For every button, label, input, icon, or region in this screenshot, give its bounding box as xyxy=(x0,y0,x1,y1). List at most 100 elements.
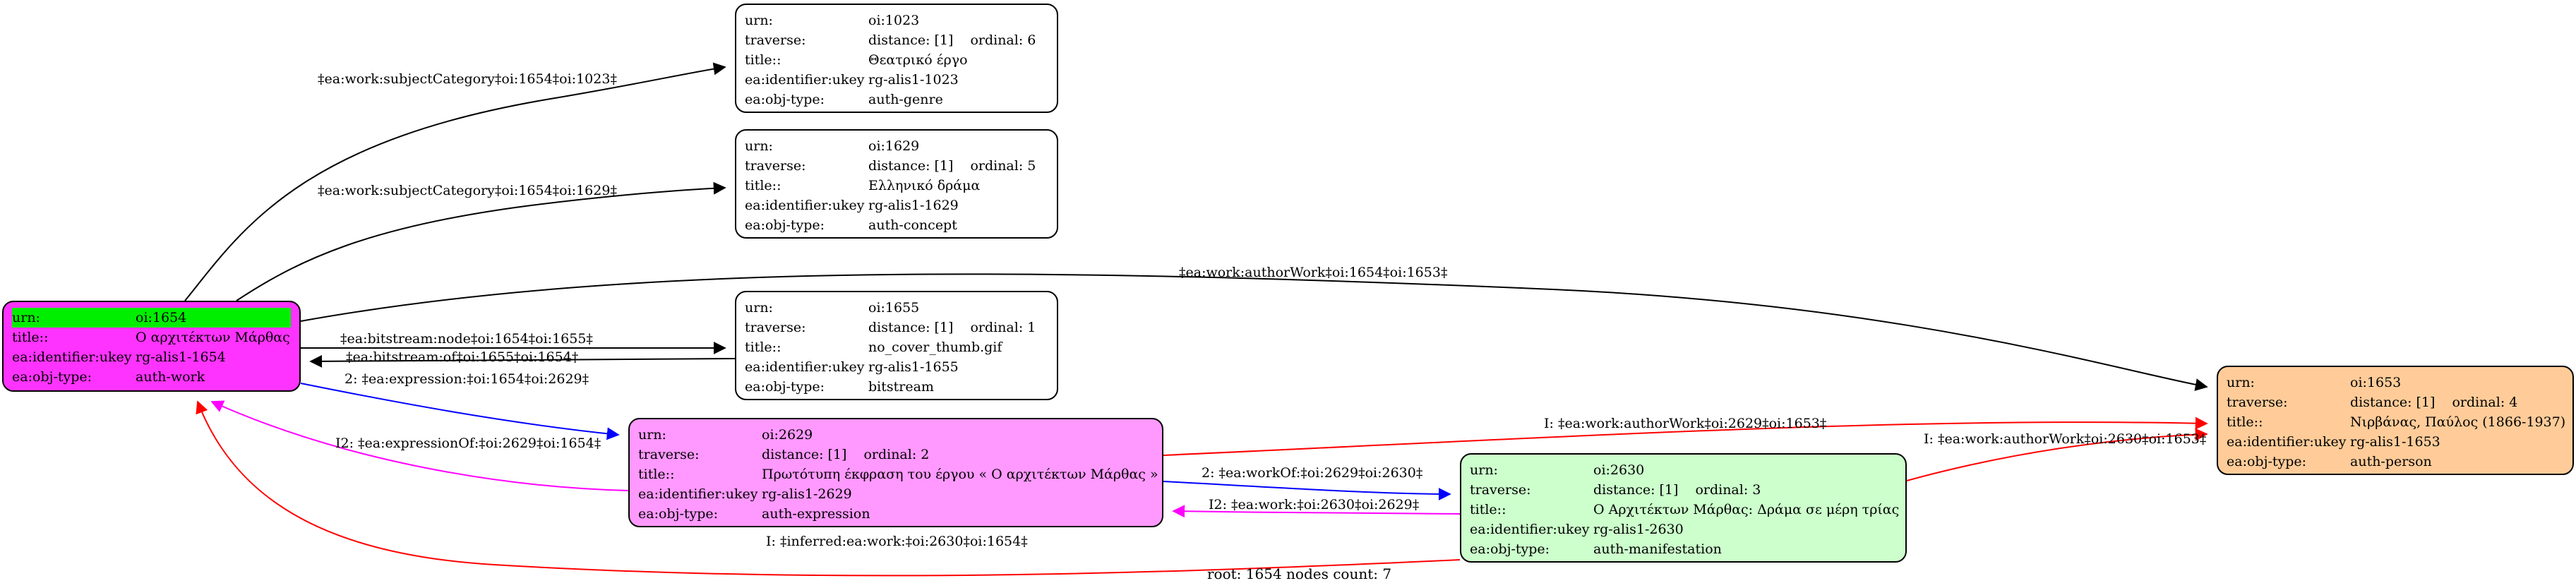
node-oi-1653[interactable]: urn: oi:1653 traverse: distance: [1] ordinal… xyxy=(2217,366,2574,475)
node-row-ordinal: ordinal: 3 xyxy=(1695,482,1761,498)
node-row: ea:obj-type:auth-person xyxy=(2227,452,2564,472)
edge-e11 xyxy=(1906,428,2208,481)
edge-label-e2: ‡ea:work:subjectCategory‡oi:1654‡oi:1629… xyxy=(318,183,617,198)
edge-e10 xyxy=(1172,505,1461,518)
node-row-value: auth-manifestation xyxy=(1593,541,1722,557)
node-row-value: distance: [1] xyxy=(1593,482,1679,498)
node-row: ea:obj-type: auth-concept xyxy=(745,215,1048,235)
node-row-value: distance: [1] xyxy=(2350,395,2436,410)
node-row: traverse:distance: [1]ordinal: 2 xyxy=(638,445,1154,464)
node-row-value: oi:1629 xyxy=(868,138,920,154)
node-row-value: Ο αρχιτέκτων Μάρθας xyxy=(136,330,290,345)
node-row-key: urn: xyxy=(2227,375,2255,390)
node-row-key: ea:identifier:ukey xyxy=(638,486,758,502)
edge-e9 xyxy=(1163,481,1451,500)
node-row-value: oi:1023 xyxy=(868,13,920,28)
node-row-key: title:: xyxy=(2227,414,2263,430)
node-row-key: ea:obj-type: xyxy=(745,379,825,395)
node-row: title::Ο αρχιτέκτων Μάρθας xyxy=(12,328,291,347)
node-row-value: bitstream xyxy=(868,379,934,395)
edge-label-e1: ‡ea:work:subjectCategory‡oi:1654‡oi:1023… xyxy=(318,71,617,87)
edge-label-e7: I2: ‡ea:expressionOf:‡oi:2629‡oi:1654‡ xyxy=(335,436,601,451)
node-row-value: distance: [1] xyxy=(762,447,847,462)
node-row: ea:obj-type:auth-genre xyxy=(745,90,1048,109)
node-row-key: ea:obj-type: xyxy=(1470,541,1550,557)
node-row: traverse:distance: [1]ordinal: 1 xyxy=(745,318,1048,337)
node-row-key: ea:obj-type: xyxy=(745,217,825,233)
edge-e2 xyxy=(236,181,726,301)
node-row-key: title:: xyxy=(745,178,781,193)
node-row-value: oi:2630 xyxy=(1593,462,1645,478)
node-row-value: rg-alis1-1655 xyxy=(868,359,959,375)
node-row: ea:obj-type: auth-expression xyxy=(638,504,1154,524)
node-row-key: ea:identifier:ukey xyxy=(2227,434,2347,450)
node-row-value: auth-concept xyxy=(868,217,957,233)
node-row-key: ea:identifier:ukey xyxy=(12,349,132,365)
node-row-ordinal: ordinal: 2 xyxy=(863,447,930,462)
node-row-ordinal: ordinal: 5 xyxy=(970,158,1036,174)
node-row: title::Θεατρικό έργο xyxy=(745,50,1048,70)
edge-label-e8: I: ‡ea:work:authorWork‡oi:2629‡oi:1653‡ xyxy=(1544,416,1826,431)
node-row: title::Ο Αρχιτέκτων Μάρθας: Δράμα σε μέρ… xyxy=(1470,500,1899,520)
edge-label-e11: I: ‡ea:work:authorWork‡oi:2630‡oi:1653‡ xyxy=(1924,431,2206,447)
node-oi-1629[interactable]: urn: oi:1629 traverse:distance: [1]ordinal… xyxy=(735,129,1058,239)
node-row-value: auth-expression xyxy=(762,506,870,522)
node-row-value: auth-person xyxy=(2350,454,2432,469)
edge-label-e5: ‡ea:bitstream:of‡oi:1655‡oi:1654‡ xyxy=(346,349,578,365)
node-row-key: ea:identifier:ukey xyxy=(1470,522,1590,537)
node-row-value: rg-alis1-1654 xyxy=(136,349,226,365)
node-row: traverse:distance: [1]ordinal: 5 xyxy=(745,156,1048,176)
node-row-ordinal: ordinal: 4 xyxy=(2452,395,2518,410)
node-row: title::Ελληνικό δράμα xyxy=(745,176,1048,196)
edge-label-e10: I2: ‡ea:work:‡oi:2630‡oi:2629‡ xyxy=(1209,497,1419,512)
edge-e5 xyxy=(309,354,736,368)
node-row-key: traverse: xyxy=(2227,395,2288,410)
node-oi-2630[interactable]: urn: oi:2630 traverse: distance: [1] ordinal… xyxy=(1460,453,1907,563)
node-row: urn: oi:1653 xyxy=(2227,373,2564,392)
node-row-value: oi:1653 xyxy=(2350,375,2402,390)
graph-footer: root: 1654 nodes count: 7 xyxy=(1207,565,1392,582)
node-row-value: Πρωτότυπη έκφραση του έργου « Ο αρχιτέκτ… xyxy=(762,467,1158,482)
node-row: ea:obj-type: bitstream xyxy=(745,377,1048,397)
node-row: traverse:distance: [1]ordinal: 6 xyxy=(745,30,1048,50)
node-row-value: rg-alis1-1023 xyxy=(868,72,959,88)
node-row-key: urn: xyxy=(1470,462,1498,478)
node-row-value: distance: [1] xyxy=(868,320,954,335)
node-row-ordinal: ordinal: 6 xyxy=(970,32,1036,48)
node-row-key: traverse: xyxy=(1470,482,1531,498)
node-row-key: urn: xyxy=(745,138,773,154)
node-row: ea:obj-type:auth-work xyxy=(12,367,291,387)
node-row: title::no_cover_thumb.gif xyxy=(745,337,1048,357)
node-row-key: title:: xyxy=(745,52,781,68)
edge-e12 xyxy=(196,400,1461,577)
edge-label-e9: 2: ‡ea:workOf:‡oi:2629‡oi:2630‡ xyxy=(1202,465,1422,481)
node-row-key: urn: xyxy=(12,310,40,325)
node-row-key: urn: xyxy=(745,13,773,28)
node-row: urn:oi:2629 xyxy=(638,425,1154,445)
node-row: urn: oi:1023 xyxy=(745,11,1048,30)
node-row-value: rg-alis1-2630 xyxy=(1593,522,1684,537)
node-row: urn:oi:1654 xyxy=(12,308,291,328)
node-row-value: rg-alis1-1629 xyxy=(868,198,959,213)
node-row-value: auth-genre xyxy=(868,92,943,107)
node-row-key: ea:obj-type: xyxy=(638,506,719,522)
node-oi-1023[interactable]: urn: oi:1023 traverse:distance: [1]ordinal… xyxy=(735,4,1058,113)
node-row: traverse: distance: [1] ordinal: 3 xyxy=(1470,480,1897,500)
node-row-key: title:: xyxy=(12,330,49,345)
node-row-key: urn: xyxy=(745,300,773,316)
edge-label-e12: I: ‡inferred:ea:work:‡oi:2630‡oi:1654‡ xyxy=(766,534,1028,549)
edge-e7 xyxy=(210,400,629,491)
edge-label-e3: ‡ea:work:authorWork‡oi:1654‡oi:1653‡ xyxy=(1179,265,1447,280)
node-row-key: title:: xyxy=(745,340,781,355)
